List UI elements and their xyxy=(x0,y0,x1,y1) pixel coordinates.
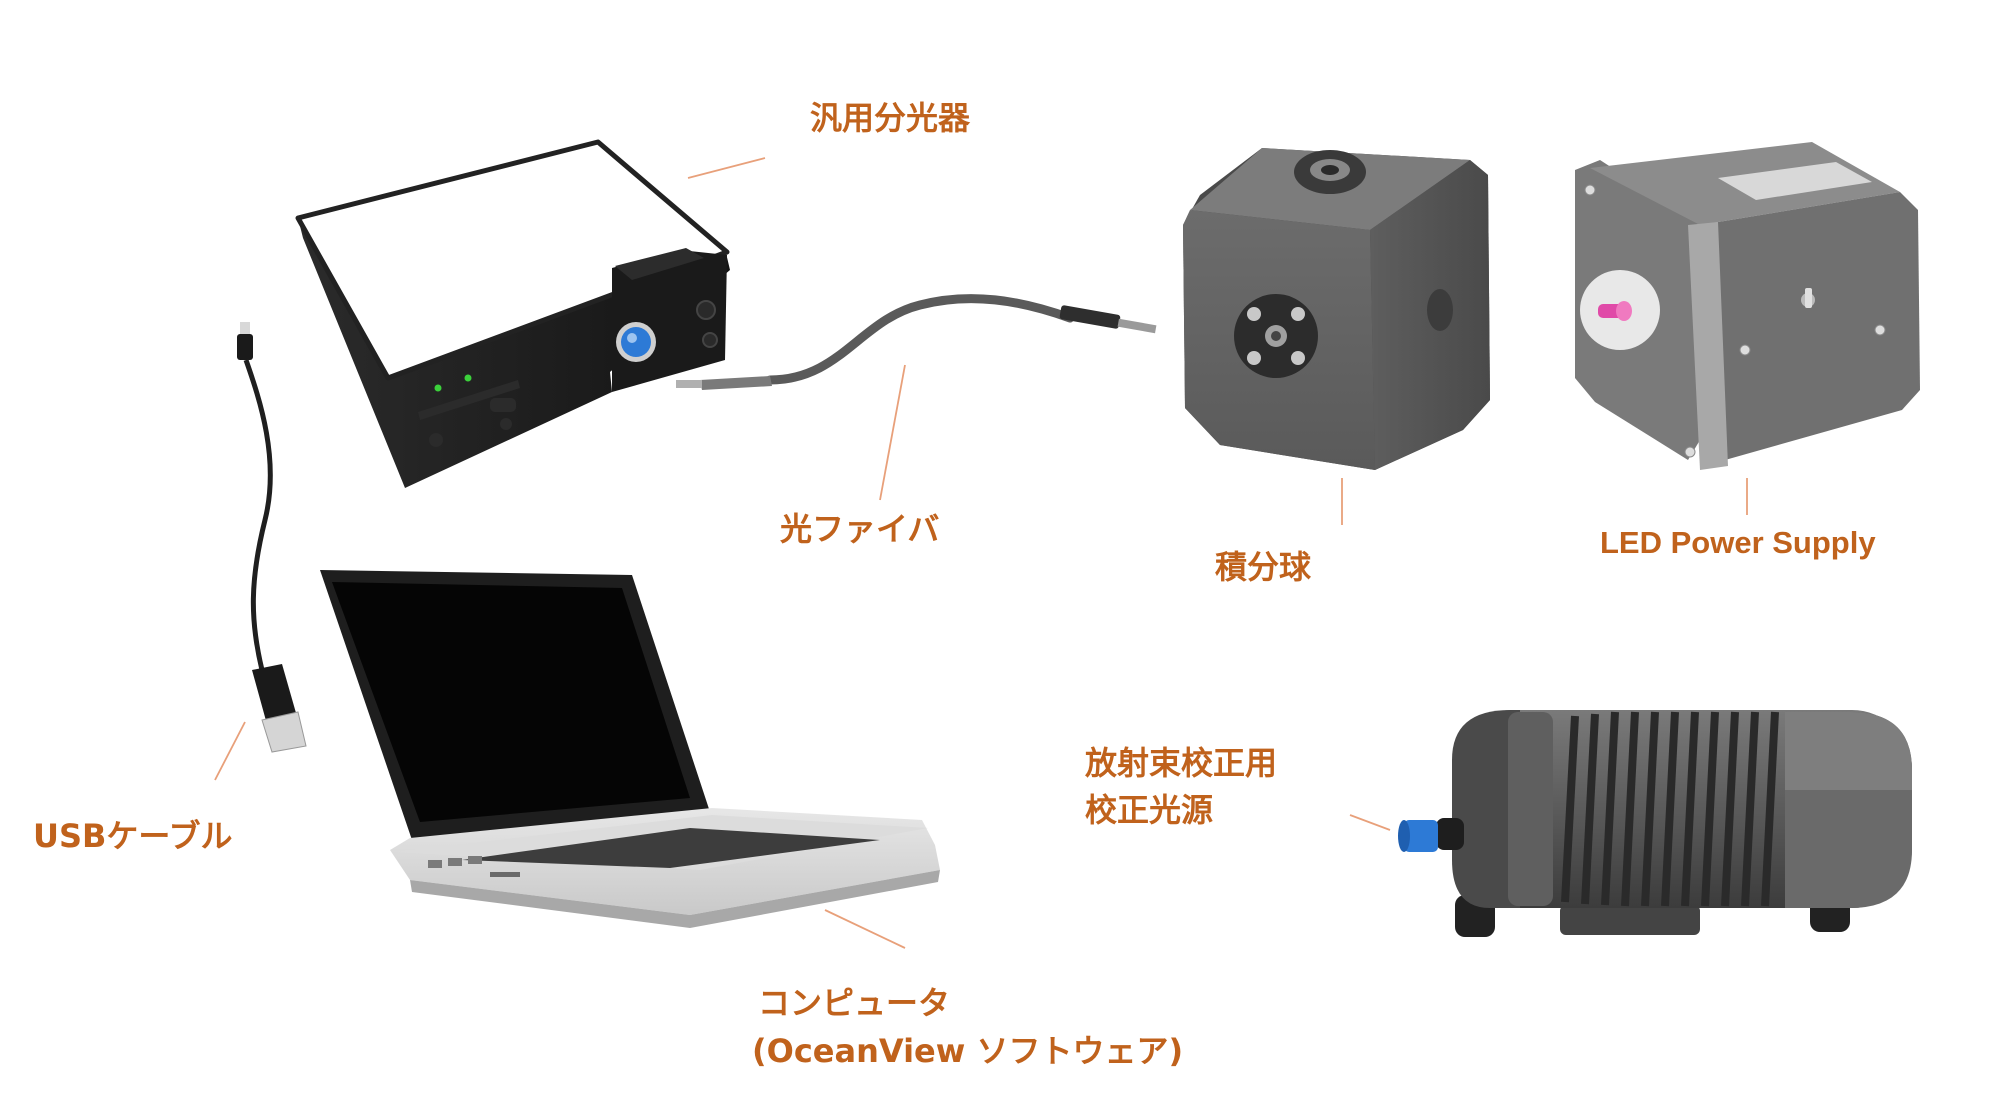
label-optical-fiber: 光ファイバ xyxy=(780,510,940,548)
label-computer-software: (OceanView ソフトウェア) xyxy=(752,1032,1184,1070)
optical-fiber xyxy=(676,294,1157,390)
integrating-sphere xyxy=(1183,148,1490,470)
calibration-light-source xyxy=(1398,710,1912,937)
label-spectrometer: 汎用分光器 xyxy=(810,99,971,137)
spectrometer-device xyxy=(295,139,730,488)
label-computer: コンピュータ xyxy=(758,984,951,1022)
laptop-computer xyxy=(320,570,940,928)
label-calibration-source-line1: 放射束校正用 xyxy=(1085,744,1278,782)
label-led-power-supply: LED Power Supply xyxy=(1600,525,1876,560)
label-integrating-sphere: 積分球 xyxy=(1215,548,1312,586)
usb-cable xyxy=(237,322,307,753)
label-calibration-source-line2: 校正光源 xyxy=(1085,791,1214,829)
led-power-supply xyxy=(1575,142,1920,470)
label-usb-cable: USBケーブル xyxy=(33,817,233,855)
leader-lines xyxy=(214,157,1748,949)
